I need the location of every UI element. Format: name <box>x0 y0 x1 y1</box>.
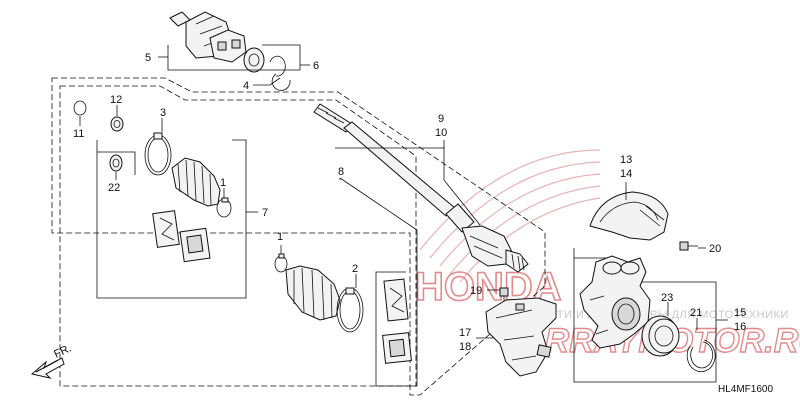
bearing-23 <box>641 315 680 357</box>
bracket-8 <box>339 177 418 387</box>
clip-1-center <box>274 253 288 273</box>
bracket-7 <box>96 139 247 299</box>
driveshaft: 9 10 <box>313 103 529 273</box>
callout-4: 4 <box>243 80 249 92</box>
flange-bolt-20 <box>679 241 698 251</box>
callout-23: 23 <box>661 292 673 304</box>
callout-22: 22 <box>108 182 120 194</box>
ring-22 <box>109 154 123 172</box>
lower-arm-guard <box>485 297 557 377</box>
callout-13: 13 <box>620 154 632 166</box>
grease-packet-left <box>152 210 180 248</box>
inner-joint-race <box>243 47 265 73</box>
callout-9: 9 <box>438 113 444 125</box>
front-arrow-icon <box>30 357 65 379</box>
callout-18: 18 <box>459 341 471 353</box>
outer-cv-joint <box>461 225 529 273</box>
inner-joint-group: 5 6 4 <box>145 11 319 92</box>
bracket-9-10 <box>335 146 445 149</box>
watermark-subtitle: ЗАПЧАСТИ И АКСЕССУАРЫ ДЛЯ МОТОТЕХНИКИ <box>510 309 789 321</box>
callout-6: 6 <box>313 60 319 72</box>
callout-1-left: 1 <box>220 177 226 189</box>
inner-joint-stop-ring <box>271 73 291 91</box>
knuckle-guard <box>589 191 669 241</box>
outline-outer-joint-assembly <box>59 85 417 387</box>
knuckle-group: 15 16 23 21 <box>573 248 746 383</box>
bracket-5-6 <box>167 44 301 71</box>
callout-5: 5 <box>145 52 151 64</box>
boot-band-3 <box>144 132 172 176</box>
callout-20: 20 <box>709 243 721 255</box>
bracket-22 <box>97 151 136 175</box>
bracket-15-16 <box>573 248 717 383</box>
callout-12: 12 <box>110 94 122 106</box>
callout-16: 16 <box>734 321 746 333</box>
steering-knuckle <box>579 255 651 349</box>
callout-10: 10 <box>435 127 447 139</box>
knuckle-guard-group: 20 13 14 <box>589 154 721 255</box>
callout-3: 3 <box>160 107 166 119</box>
clip-1-left <box>216 197 232 218</box>
boot-kit-group-7: 7 11 12 22 3 <box>73 94 268 299</box>
inner-joint-snap-ring <box>269 55 286 77</box>
grease-packet-small-right <box>382 332 412 364</box>
diagram-code: HL4MF1600 <box>718 384 773 395</box>
callout-8: 8 <box>338 166 344 178</box>
watermark-wing-emblem <box>419 149 601 283</box>
dust-boot-center <box>285 265 341 321</box>
boot-band-2 <box>336 287 364 333</box>
circlip-11 <box>73 100 87 116</box>
lower-guard-group: 19 17 18 <box>459 285 557 377</box>
front-direction-indicator: FR. <box>30 342 73 379</box>
callout-14: 14 <box>620 168 632 180</box>
callout-19: 19 <box>470 285 482 297</box>
ring-12 <box>110 116 124 132</box>
callout-2: 2 <box>352 263 358 275</box>
callout-11: 11 <box>73 128 84 140</box>
front-direction-label: FR. <box>52 342 73 360</box>
grease-packet-small-left <box>179 227 211 263</box>
grease-packet-right <box>383 278 409 322</box>
assembly-outlines <box>51 77 546 396</box>
callout-21: 21 <box>690 307 702 319</box>
callout-15: 15 <box>734 307 746 319</box>
dust-boot <box>171 157 221 207</box>
circlip-21 <box>686 339 716 373</box>
callout-7: 7 <box>262 207 268 219</box>
boot-kit-group-8: 8 1 2 <box>274 166 418 387</box>
callout-1-center: 1 <box>277 231 283 243</box>
callout-17: 17 <box>459 327 471 339</box>
